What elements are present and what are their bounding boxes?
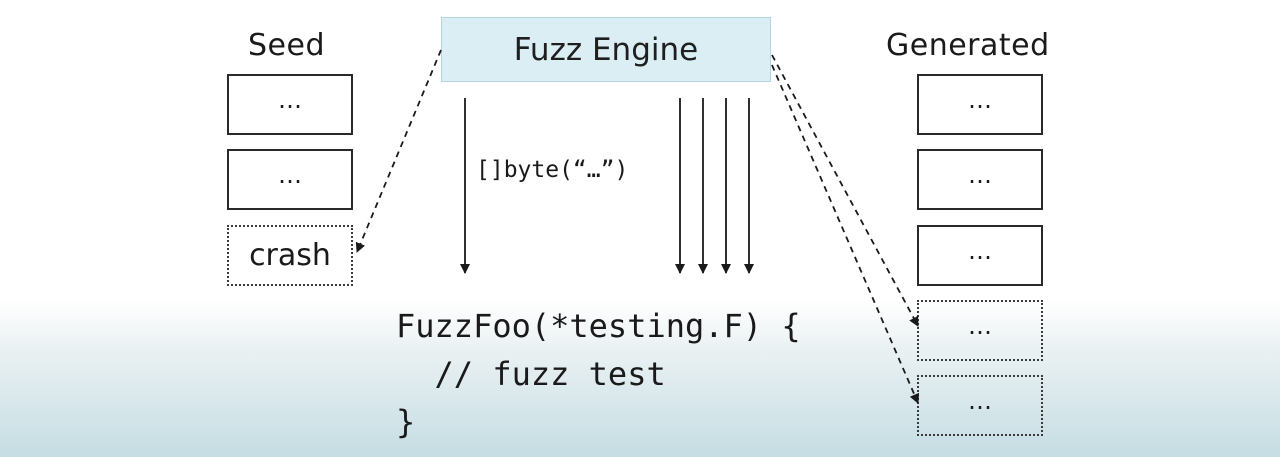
crash-dashed-arrow xyxy=(355,49,442,253)
generated-box-3: … xyxy=(917,225,1043,286)
generated-box-1: … xyxy=(917,74,1043,135)
seed-box-1: … xyxy=(227,74,353,135)
new-generated-dashed-arrow-2 xyxy=(771,64,920,404)
code-line-1: FuzzFoo(*testing.F) { xyxy=(396,307,801,345)
code-line-3: } xyxy=(396,403,416,441)
generated-new-box-2-text: … xyxy=(968,386,992,415)
generated-box-3-text: … xyxy=(968,236,992,265)
code-line-2: // fuzz test xyxy=(396,355,666,393)
new-generated-dashed-arrow-1 xyxy=(771,54,919,327)
crash-label: crash xyxy=(249,238,331,273)
generated-new-box-1-text: … xyxy=(968,311,992,340)
generated-column-title: Generated xyxy=(886,28,1050,63)
generated-box-1-text: … xyxy=(968,85,992,114)
seed-column-title: Seed xyxy=(248,28,325,63)
seed-box-1-text: … xyxy=(278,85,302,114)
generated-new-box-1: … xyxy=(917,300,1043,361)
byte-input-label: []byte(“…”) xyxy=(476,157,629,183)
generated-new-box-2: … xyxy=(917,375,1043,436)
fuzz-engine-box: Fuzz Engine xyxy=(441,17,771,82)
crash-box: crash xyxy=(227,225,353,286)
generated-box-2: … xyxy=(917,149,1043,210)
fuzz-engine-label: Fuzz Engine xyxy=(513,31,699,68)
fuzz-test-code: FuzzFoo(*testing.F) { // fuzz test} xyxy=(396,302,801,446)
seed-box-2-text: … xyxy=(278,160,302,189)
seed-box-2: … xyxy=(227,149,353,210)
generated-box-2-text: … xyxy=(968,160,992,189)
